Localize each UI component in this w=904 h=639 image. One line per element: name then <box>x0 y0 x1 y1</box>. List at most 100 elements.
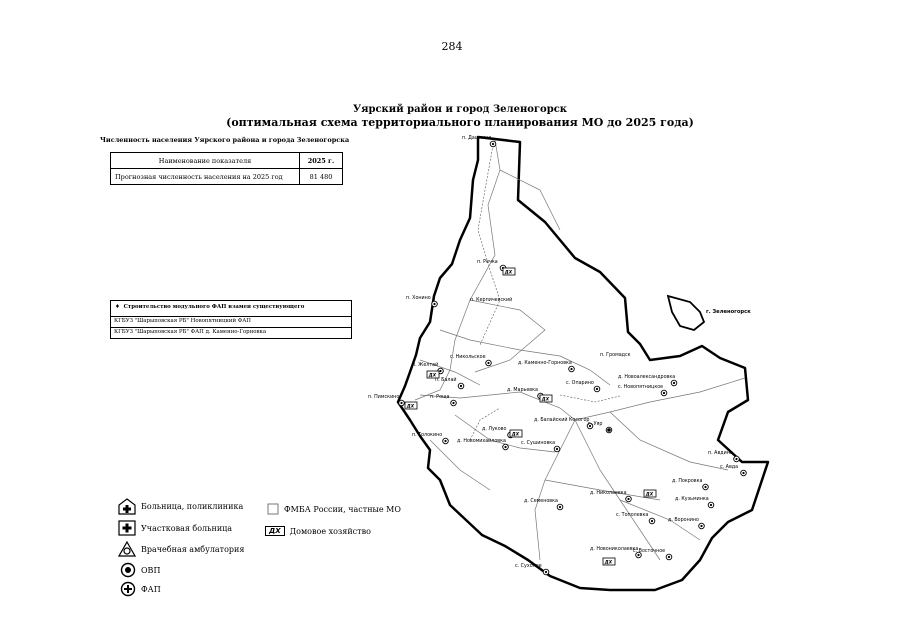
bullet-icon: ♦ <box>115 304 124 310</box>
facility-marker-ovp <box>586 422 594 430</box>
settlement-label-kamenno: д. Каменно-Горновка <box>518 360 572 366</box>
column-header-year: 2025 г. <box>299 152 343 169</box>
settlement-label-avdino: п. Авдино <box>708 450 733 456</box>
fap-icon <box>120 581 136 597</box>
ovp-icon <box>120 562 136 578</box>
legend-household: ДХ Домовое хозяйство <box>265 526 371 536</box>
settlement-label-oparino: с. Опарино <box>566 380 594 386</box>
facility-marker-ovp <box>702 483 709 491</box>
facility-marker-ovp <box>450 399 457 407</box>
population-value: 81 480 <box>299 168 343 185</box>
household-marker <box>602 557 616 566</box>
legend-label: Врачебная амбулатория <box>141 544 245 554</box>
household-marker-label: ДХ <box>645 492 654 498</box>
settlement-label-sushinovka: с. Сушиновка <box>521 440 555 446</box>
settlement-label-novoalex: д. Новоалександровка <box>618 374 675 380</box>
household-marker <box>426 370 440 379</box>
legend-label: ФАП <box>141 584 161 594</box>
legend-label: Больница, поликлиника <box>141 502 244 511</box>
road-network <box>414 139 746 561</box>
settlement-label-uyar: г. Уяр <box>588 421 602 427</box>
household-marker <box>404 401 418 410</box>
legend-district-hospital: Участковая больница <box>118 520 232 536</box>
facility-marker-fap <box>593 385 601 393</box>
settlement-label-avda: с. Авда <box>720 464 738 470</box>
settlement-label-dashkino: п. Дашкино <box>462 135 491 141</box>
table-row: Прогнозная численность населения на 2025… <box>110 168 343 185</box>
facility-marker-ovp <box>707 501 715 509</box>
facility-marker-ovp <box>442 437 449 445</box>
settlement-label-roscha: п. Роща <box>430 394 450 400</box>
ambulatory-icon <box>118 541 136 557</box>
facility-marker-ovp <box>625 495 632 503</box>
settlement-label-kuzminka: д. Кузьминка <box>675 496 709 502</box>
household-marker-label: ДХ <box>604 560 613 566</box>
settlement-label-sukhonoe: с. Сухоное <box>515 563 542 569</box>
household-marker-label: ДХ <box>541 397 550 403</box>
population-caption: Численность населения Уярского района и … <box>100 136 350 144</box>
household-marker-label: ДХ <box>504 270 513 276</box>
page-number: 284 <box>441 40 463 53</box>
fmba-icon <box>267 503 279 515</box>
river-network <box>469 144 621 441</box>
household-icon: ДХ <box>265 526 285 536</box>
legend-ambulatory: Врачебная амбулатория <box>118 541 244 557</box>
facility-marker-ovp <box>733 455 740 463</box>
legend-fap: ФАП <box>120 581 161 597</box>
settlement-label-voronino: д. Воронино <box>668 517 699 523</box>
facility-marker-ovp <box>485 359 492 367</box>
settlement-label-novomikhailovka: д. Новомихайловка <box>457 437 506 444</box>
facility-marker-fap <box>660 389 668 397</box>
facility-marker-ovp <box>489 140 497 148</box>
household-marker <box>539 394 553 403</box>
household-marker-label: ДХ <box>406 404 415 410</box>
settlement-label-pokrovka: д. Покровка <box>672 478 703 484</box>
facility-marker-ovp <box>665 553 673 561</box>
zelenogorsk-enclave <box>666 294 706 331</box>
facility-marker-ovp <box>431 300 438 308</box>
facility-marker-ovp <box>670 379 678 387</box>
facility-marker-hosp <box>605 426 613 434</box>
settlement-label-lukovo: д. Луково <box>482 426 506 432</box>
legend-ovp: ОВП <box>120 562 160 578</box>
facility-marker-fap <box>740 469 747 477</box>
legend-label: ФМБА России, частные МО <box>284 504 401 514</box>
facility-marker-ovp <box>398 399 405 407</box>
map-title: Уярский район и город Зеленогорск <box>352 104 568 115</box>
facility-marker-ovp <box>457 382 465 390</box>
settlement-label-tolokino: п. Толокино <box>412 432 442 438</box>
household-marker <box>643 489 657 498</box>
indicator-label: Прогнозная численность населения на 2025… <box>110 168 300 185</box>
household-marker-label: ДХ <box>428 373 437 379</box>
facility-marker-ovp <box>635 551 642 559</box>
legend-label: Домовое хозяйство <box>289 526 371 536</box>
facility-marker-ovp <box>556 503 564 511</box>
settlement-label-kerpichevsky: п. Керпичевский <box>470 296 512 303</box>
zelenogorsk-label: г. Зеленогорск <box>706 309 751 315</box>
settlement-label-novopyat: с. Новопятницкое <box>618 384 663 390</box>
fap-header: ♦ Строительство модульного ФАП взамен су… <box>110 300 352 317</box>
facility-marker-ovp <box>553 445 561 453</box>
district-boundary <box>396 135 770 592</box>
settlement-label-vostochnoe: с. Восточное <box>633 548 665 554</box>
facility-marker-ovp <box>698 522 705 530</box>
household-marker <box>502 267 516 276</box>
household-marker-label: ДХ <box>511 432 520 438</box>
facility-marker-fap <box>568 365 575 373</box>
settlement-label-nikolskoe: с. Никольское <box>450 354 486 360</box>
legend-fmba: ФМБА России, частные МО <box>267 503 401 515</box>
settlement-label-balaiskosogor: д. Балайский Косогор <box>534 416 589 423</box>
settlement-label-nikolaevka: д. Николаевка <box>590 490 627 496</box>
hospital-icon <box>118 498 136 515</box>
facility-marker-ovp <box>542 568 550 576</box>
settlement-label-gromadsk: п. Громадск <box>600 352 631 358</box>
household-marker <box>509 429 523 438</box>
population-table: Наименование показателя 2025 г. Прогнозн… <box>110 152 343 185</box>
settlement-label-zheltai: п. Желтай <box>412 361 438 368</box>
map-subtitle: (оптимальная схема территориального план… <box>226 116 694 129</box>
settlement-label-pimskino: п. Пимскино <box>368 394 399 400</box>
legend-hospital: Больница, поликлиника <box>118 498 243 515</box>
settlement-label-marievka: д. Марьевка <box>507 387 538 393</box>
